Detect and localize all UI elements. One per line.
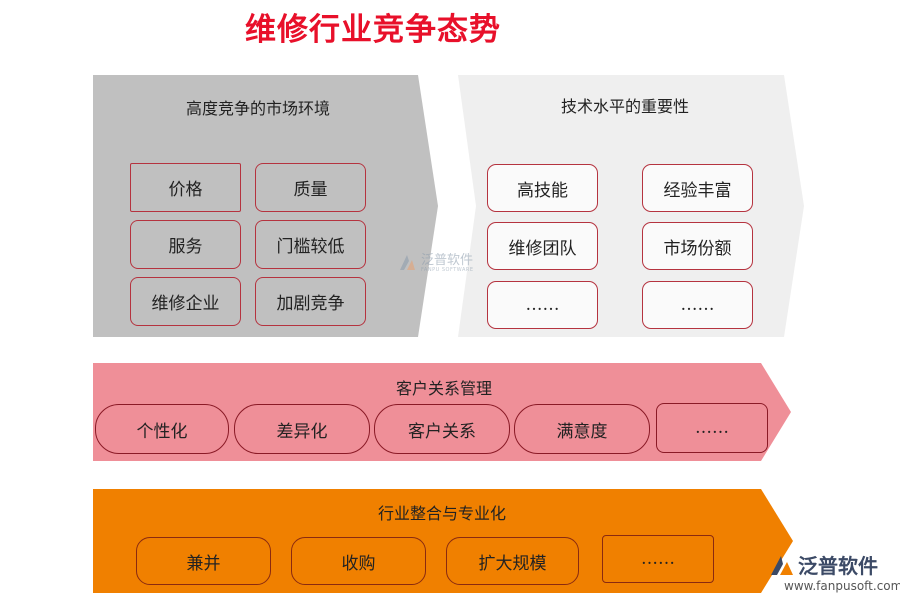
fanpu-watermark-icon [400, 255, 415, 270]
watermark: 泛普软件 FANPU SOFTWARE [396, 252, 474, 274]
integration-item-merger: 兼并 [136, 537, 271, 585]
competition-item-low-threshold: 门槛较低 [255, 220, 366, 269]
technology-item-more-2: …… [642, 281, 753, 329]
competition-item-repair-companies: 维修企业 [130, 277, 241, 326]
competition-item-price: 价格 [130, 163, 241, 212]
technology-item-market-share: 市场份额 [642, 222, 753, 270]
integration-panel [93, 489, 793, 593]
competition-item-intensified: 加剧竞争 [255, 277, 366, 326]
technology-heading: 技术水平的重要性 [561, 97, 690, 116]
integration-heading: 行业整合与专业化 [378, 504, 507, 523]
fanpu-logo-icon [771, 556, 793, 575]
competition-item-quality: 质量 [255, 163, 366, 212]
crm-item-more: …… [656, 403, 768, 453]
fanpu-logo: 泛普软件 www.fanpusoft.com [768, 553, 900, 593]
crm-item-satisfaction: 满意度 [514, 404, 650, 454]
competition-panel [93, 75, 438, 337]
integration-item-acquisition: 收购 [291, 537, 426, 585]
integration-item-scale-expansion: 扩大规模 [446, 537, 579, 585]
logo-name: 泛普软件 [798, 554, 878, 578]
crm-item-customer-relations: 客户关系 [374, 404, 510, 454]
page-title: 维修行业竞争态势 [245, 12, 501, 48]
technology-item-repair-team: 维修团队 [487, 222, 598, 270]
competition-heading: 高度竞争的市场环境 [186, 99, 331, 118]
watermark-text: 泛普软件 [421, 252, 474, 268]
technology-item-high-skill: 高技能 [487, 164, 598, 212]
technology-item-more-1: …… [487, 281, 598, 329]
integration-item-more: …… [602, 535, 714, 583]
watermark-subtext: FANPU SOFTWARE [421, 266, 474, 273]
crm-item-differentiated: 差异化 [234, 404, 370, 454]
logo-url: www.fanpusoft.com [784, 579, 900, 593]
crm-heading: 客户关系管理 [396, 379, 493, 398]
competition-item-service: 服务 [130, 220, 241, 269]
crm-item-personalized: 个性化 [95, 404, 229, 454]
technology-item-experienced: 经验丰富 [642, 164, 753, 212]
